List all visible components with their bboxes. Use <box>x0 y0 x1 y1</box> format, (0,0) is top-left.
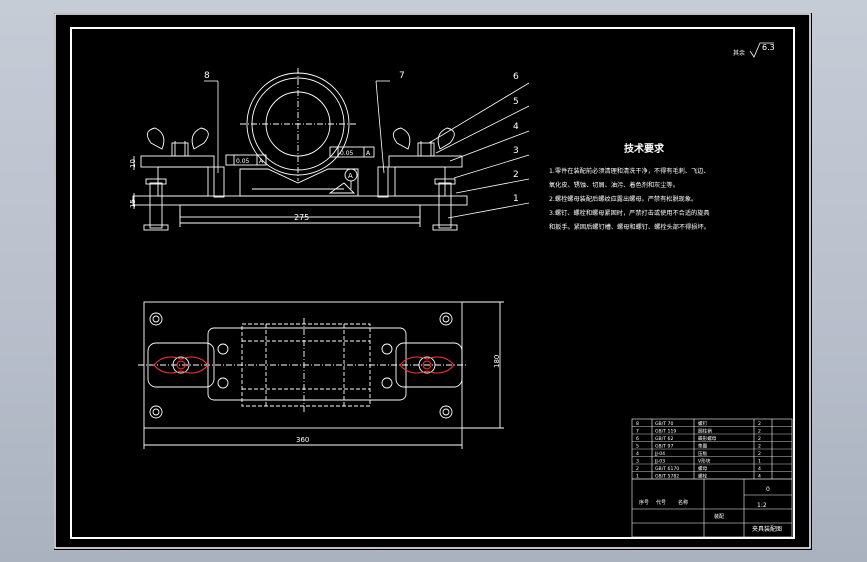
dim-15: 15 <box>129 199 137 208</box>
dim-10: 10 <box>129 159 137 168</box>
parts-row-no: 5 <box>636 443 639 449</box>
base-plate <box>132 195 468 206</box>
part-no-2: 2 <box>513 170 519 180</box>
parts-row-qty: 4 <box>758 473 761 479</box>
parts-row-name: 螺栓 <box>698 472 708 479</box>
front-view: A 0.05 A 0.05 A 275 10 15 <box>129 68 468 231</box>
tolerance-frame-right: 0.05 A <box>329 146 375 158</box>
parts-row-code: GB/T 62 <box>655 436 673 442</box>
parts-row-no: 1 <box>636 473 639 479</box>
roughness-symbol: 其余 6.3 <box>733 42 775 58</box>
inner-border <box>70 27 795 539</box>
corner-bolt-tr <box>439 312 453 326</box>
parts-row-qty: 2 <box>758 421 761 427</box>
tb-material: 装配 <box>714 513 724 520</box>
tech-req-line-4: 3.螺钉、螺栓和螺母紧固时，严禁打击或使用不合适的旋具 <box>549 209 710 217</box>
svg-text:其余: 其余 <box>733 49 745 57</box>
right-wing-nut <box>392 127 411 150</box>
outer-border <box>54 13 811 549</box>
parts-row-no: 8 <box>636 421 639 427</box>
tech-req-line-1: 1.零件在装配前必须清理和清洗干净，不得有毛刺、飞边、 <box>549 167 710 175</box>
tech-req-title: 技术要求 <box>624 142 665 155</box>
part-no-5: 5 <box>513 97 519 107</box>
tol-right-value: 0.05 <box>340 150 354 157</box>
tol-left-value: 0.05 <box>236 158 250 165</box>
tolerance-frame-left: 0.05 A <box>225 154 267 166</box>
tech-req-line-5: 和扳手。紧固后螺钉槽、螺母和螺钉、螺栓头部不得损坏。 <box>549 223 710 231</box>
parts-row-code: GB/T 6170 <box>655 466 679 472</box>
tb-header-code: 代号 <box>656 499 666 506</box>
parts-row-name: 螺钉 <box>698 420 708 427</box>
part-no-7: 7 <box>399 71 405 81</box>
tb-scale: 1:2 <box>757 502 767 509</box>
top-view: 360 180 <box>138 301 504 449</box>
right-pin <box>377 166 389 198</box>
parts-row-code: GB/T 5782 <box>655 473 679 479</box>
parts-row-no: 2 <box>636 466 639 472</box>
corner-bolt-bl <box>149 405 163 419</box>
dim-180: 180 <box>493 355 501 368</box>
parts-row-code: GB/T 70 <box>655 421 673 427</box>
part-no-4: 4 <box>513 122 519 132</box>
tol-right-datum: A <box>366 150 371 157</box>
tb-drawing-name: 夹具装配图 <box>752 525 782 533</box>
parts-row-name: V形块 <box>698 457 711 464</box>
tol-left-datum: A <box>259 158 264 165</box>
drawing-viewport[interactable]: 其余 6.3 <box>54 13 812 550</box>
parts-row-code: GB/T 97 <box>655 443 673 449</box>
datum-a-label: A <box>348 172 353 180</box>
parts-row-no: 7 <box>636 428 639 434</box>
parts-row-code: GB/T 119 <box>655 428 676 434</box>
tech-req-line-2: 氧化皮、锈蚀、切屑、油污、着色剂和灰尘等。 <box>549 181 679 189</box>
dim-275: 275 <box>294 213 309 222</box>
parts-row-qty: 2 <box>758 443 761 449</box>
tb-sheet: 0 <box>766 486 770 493</box>
parts-row-qty: 2 <box>758 436 761 442</box>
tech-req-line-3: 2.螺栓螺母装配后螺纹应露出螺母。严禁有松脱现象。 <box>549 195 697 203</box>
left-bolt <box>149 182 163 229</box>
parts-row-name: 螺母 <box>698 465 708 472</box>
parts-row-qty: 4 <box>758 466 761 472</box>
part-no-3: 3 <box>513 146 519 156</box>
left-wing-nut <box>146 127 165 150</box>
parts-row-qty: 1 <box>758 458 761 464</box>
parts-row-code: JJ-04 <box>654 451 665 457</box>
right-bolt <box>438 182 452 229</box>
parts-row-name: 垫圈 <box>698 442 708 449</box>
parts-row-code: JJ-03 <box>654 458 665 464</box>
dim-360: 360 <box>296 436 309 444</box>
part-no-8: 8 <box>204 71 210 81</box>
top-left-clamp <box>147 342 215 388</box>
parts-row-qty: 2 <box>758 451 761 457</box>
v-block <box>239 168 359 197</box>
technical-requirements: 技术要求 1.零件在装配前必须清理和清洗干净，不得有毛刺、飞边、 氧化皮、锈蚀、… <box>549 142 710 231</box>
roughness-value: 6.3 <box>762 43 775 52</box>
top-wing-nuts <box>153 356 455 374</box>
right-wing-nut-top <box>399 356 455 374</box>
parts-row-name: 压板 <box>698 450 708 457</box>
part-no-6: 6 <box>513 72 519 82</box>
parts-row-name: 蝶形螺母 <box>698 435 717 442</box>
left-pin <box>213 166 225 198</box>
left-wing-nut-top <box>153 356 209 374</box>
top-right-clamp <box>395 342 463 388</box>
part-leaders <box>204 80 530 219</box>
parts-row-no: 3 <box>636 458 639 464</box>
part-no-1: 1 <box>513 194 519 204</box>
corner-bolt-br <box>439 405 453 419</box>
parts-row-no: 4 <box>636 451 639 457</box>
cad-drawing: 其余 6.3 <box>54 13 811 549</box>
parts-row-qty: 2 <box>758 428 761 434</box>
right-pressure-plate <box>388 155 463 168</box>
corner-bolt-tl <box>149 312 163 326</box>
tb-header-name: 名称 <box>678 499 688 506</box>
parts-row-name: 圆柱销 <box>698 427 712 434</box>
left-pressure-plate <box>140 155 215 168</box>
parts-row-no: 6 <box>636 436 639 442</box>
tb-header-no: 序号 <box>639 499 649 506</box>
